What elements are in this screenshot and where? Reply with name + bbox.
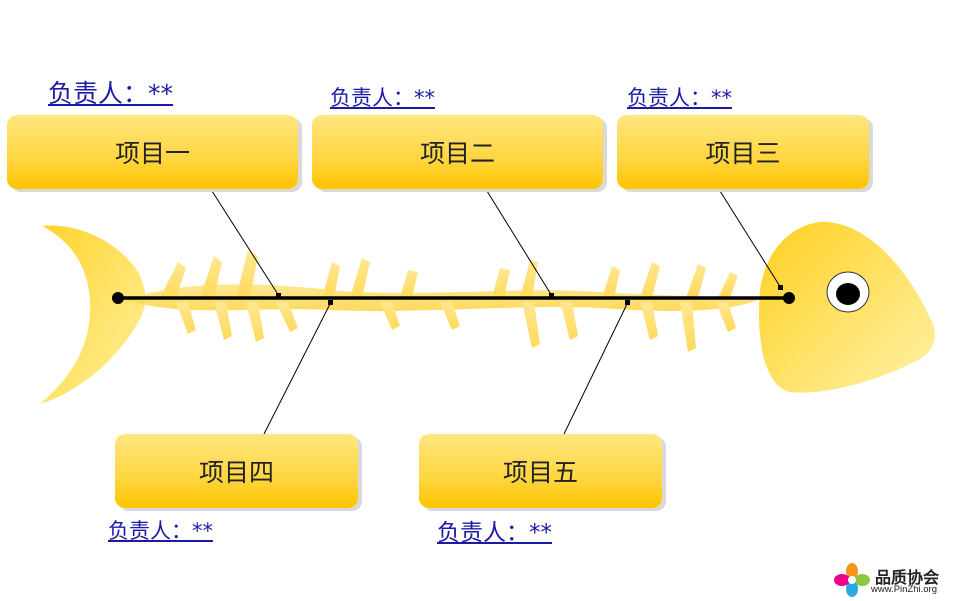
project-box-4[interactable]: 项目四 [115,434,358,508]
project-box-3[interactable]: 项目三 [617,115,869,189]
logo-url: www.PinZhi.org [871,584,937,595]
fish-ribs [128,250,758,352]
owner-link-1[interactable]: 负责人：** [48,79,174,108]
fish-tail [40,225,146,404]
project-label-2: 项目二 [419,139,495,168]
project-label-4: 项目四 [198,458,274,487]
logo-title: 品质协会 [875,568,940,587]
spine-tail-dot [112,292,124,304]
project-box-2[interactable]: 项目二 [312,115,603,189]
fish-pupil [836,283,860,305]
owner-link-2[interactable]: 负责人：** [330,86,435,110]
owner-link-4[interactable]: 负责人：** [108,519,213,543]
flower-logo-icon [834,563,870,597]
project-box-1[interactable]: 项目一 [7,115,298,189]
pinzhi-logo: 品质协会 www.PinZhi.org [833,562,955,598]
project-box-5[interactable]: 项目五 [419,434,662,508]
connector-lines [211,190,783,435]
project-label-3: 项目三 [705,139,781,168]
project-label-1: 项目一 [114,139,190,168]
spine-head-dot [783,292,795,304]
project-label-5: 项目五 [502,458,578,487]
owner-link-3[interactable]: 负责人：** [627,86,732,110]
owner-link-5[interactable]: 负责人：** [437,520,552,546]
